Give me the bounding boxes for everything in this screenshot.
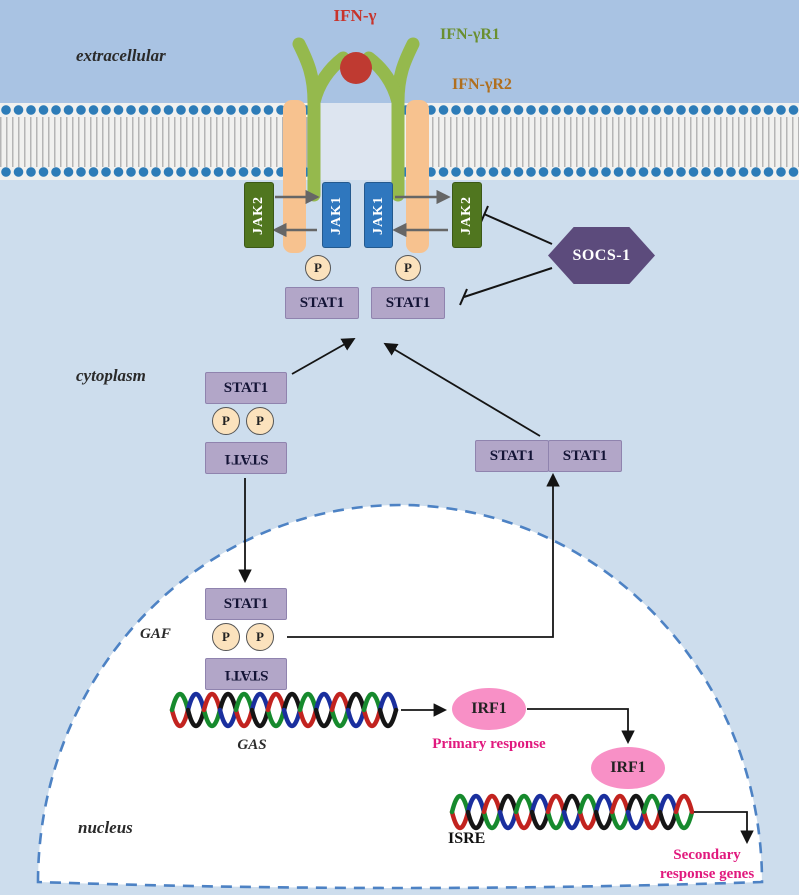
stat1-dimer-bottom: STAT1 — [205, 442, 287, 474]
socs1-inhibition-stat1 — [459, 267, 553, 306]
arrow-gaf-export — [287, 472, 560, 638]
receptor-pore — [320, 103, 392, 180]
ifn-gamma-label: IFN-γ — [333, 6, 377, 25]
socs1-inhibition-jak2 — [480, 205, 553, 245]
jak2-box-right: JAK2 — [452, 182, 482, 248]
gaf-stat1-bottom: STAT1 — [205, 658, 287, 690]
dna-helix-gas — [169, 691, 399, 729]
stat1-box-receptor-left: STAT1 — [285, 287, 359, 319]
nucleus-envelope — [36, 503, 764, 890]
irf1-ellipse-secondary: IRF1 — [591, 747, 665, 789]
gaf-stat1-top: STAT1 — [205, 588, 287, 620]
dna-helix-isre — [449, 793, 695, 831]
cytoplasm-label: cytoplasm — [76, 366, 146, 385]
phospho-circle: P — [395, 255, 421, 281]
phospho-circle: P — [212, 623, 240, 651]
arrow-dimer-to-receptor — [291, 338, 356, 375]
phospho-circle: P — [212, 407, 240, 435]
stat1-pair-left: STAT1 — [475, 440, 549, 472]
lipid-heads-bottom — [0, 166, 799, 178]
arrow-pair-to-receptor — [383, 342, 541, 437]
phospho-circle: P — [246, 623, 274, 651]
phospho-circle: P — [305, 255, 331, 281]
jak1-box-left: JAK1 — [322, 182, 351, 248]
lipid-tails — [0, 117, 799, 167]
extracellular-label: extracellular — [76, 46, 166, 65]
secondary-response-label: Secondary response genes — [659, 847, 755, 882]
ifn-gr1-label: IFN-γR1 — [440, 26, 500, 43]
stat1-box-receptor-right: STAT1 — [371, 287, 445, 319]
arrow-isre-to-secondary — [694, 811, 754, 845]
gaf-label: GAF — [140, 626, 171, 642]
cell-membrane — [0, 103, 799, 180]
jak2-box-left: JAK2 — [244, 182, 274, 248]
socs1-hexagon: SOCS-1 — [548, 227, 655, 284]
lipid-heads-top — [0, 104, 799, 116]
ifn-gr2-chain-left — [283, 100, 306, 253]
primary-response-label: Primary response — [432, 736, 546, 752]
nucleus-label: nucleus — [78, 818, 133, 837]
ifn-gr2-label: IFN-γR2 — [452, 76, 512, 93]
phospho-circle: P — [246, 407, 274, 435]
stat1-pair-right: STAT1 — [548, 440, 622, 472]
gas-label: GAS — [237, 737, 267, 753]
isre-label: ISRE — [448, 830, 486, 847]
irf1-ellipse-primary: IRF1 — [452, 688, 526, 730]
stat1-dimer-top: STAT1 — [205, 372, 287, 404]
ifn-gr2-chain-right — [406, 100, 429, 253]
jak1-box-right: JAK1 — [364, 182, 393, 248]
